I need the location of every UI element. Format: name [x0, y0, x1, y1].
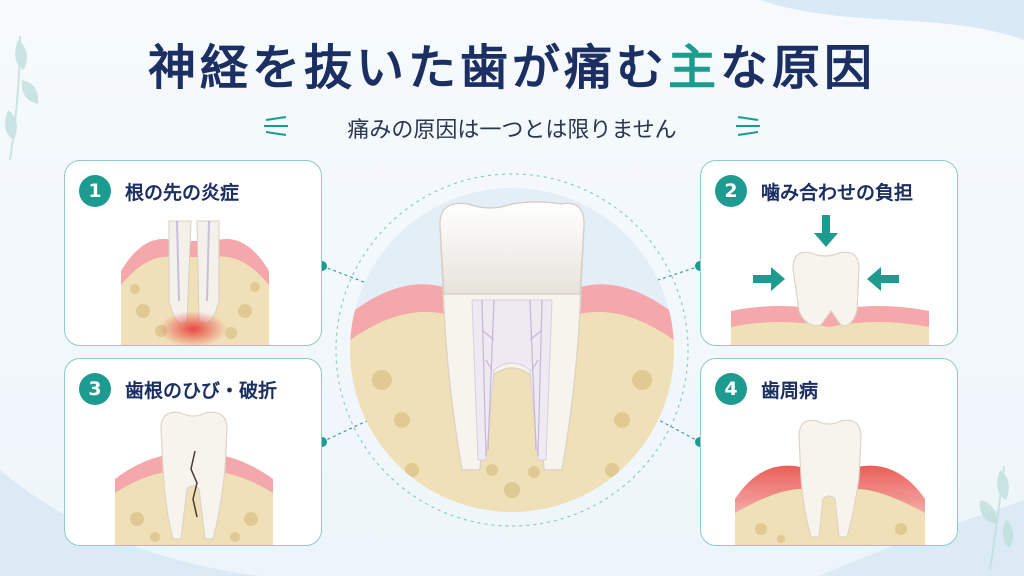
root-fracture-illustration: [115, 411, 273, 545]
subtitle-deco-right-icon: [736, 116, 760, 136]
root-canal-tooth-illustration: [335, 173, 689, 527]
title-tail-text: な原因: [720, 40, 877, 96]
leaf-decoration-icon: [5, 35, 39, 161]
cause-card-1: 1 根の先の炎症: [64, 160, 322, 346]
cause-label: 歯周病: [761, 379, 819, 402]
bite-load-illustration: [731, 215, 929, 345]
title-accent-text: 主: [667, 40, 720, 96]
cause-card-2: 2 噛み合わせの負担: [700, 160, 958, 346]
cause-label: 噛み合わせの負担: [761, 181, 914, 204]
page-subtitle: 痛みの原因は一つとは限りません: [347, 118, 677, 143]
cause-card-4: 4 歯周病: [700, 358, 958, 546]
periodontal-disease-illustration: [735, 419, 925, 545]
central-tooth-diagram: [322, 160, 702, 544]
cause-number-badge: 2: [715, 175, 747, 207]
cause-number-badge: 1: [79, 175, 111, 207]
cause-number-badge: 4: [715, 373, 747, 405]
cause-card-3: 3 歯根のひび・破折: [64, 358, 322, 546]
page-title: 神経を抜いた歯が痛む主な原因: [0, 28, 1024, 98]
cause-label: 根の先の炎症: [125, 181, 240, 204]
cause-label: 歯根のひび・破折: [125, 379, 278, 402]
force-arrow-icon: [753, 215, 899, 291]
leaf-decoration-icon: [979, 465, 1014, 571]
cause-number-badge: 3: [79, 373, 111, 405]
subtitle-deco-left-icon: [264, 116, 288, 136]
title-main-text: 神経を抜いた歯が痛む: [147, 40, 668, 96]
apical-inflammation-illustration: [121, 220, 269, 345]
